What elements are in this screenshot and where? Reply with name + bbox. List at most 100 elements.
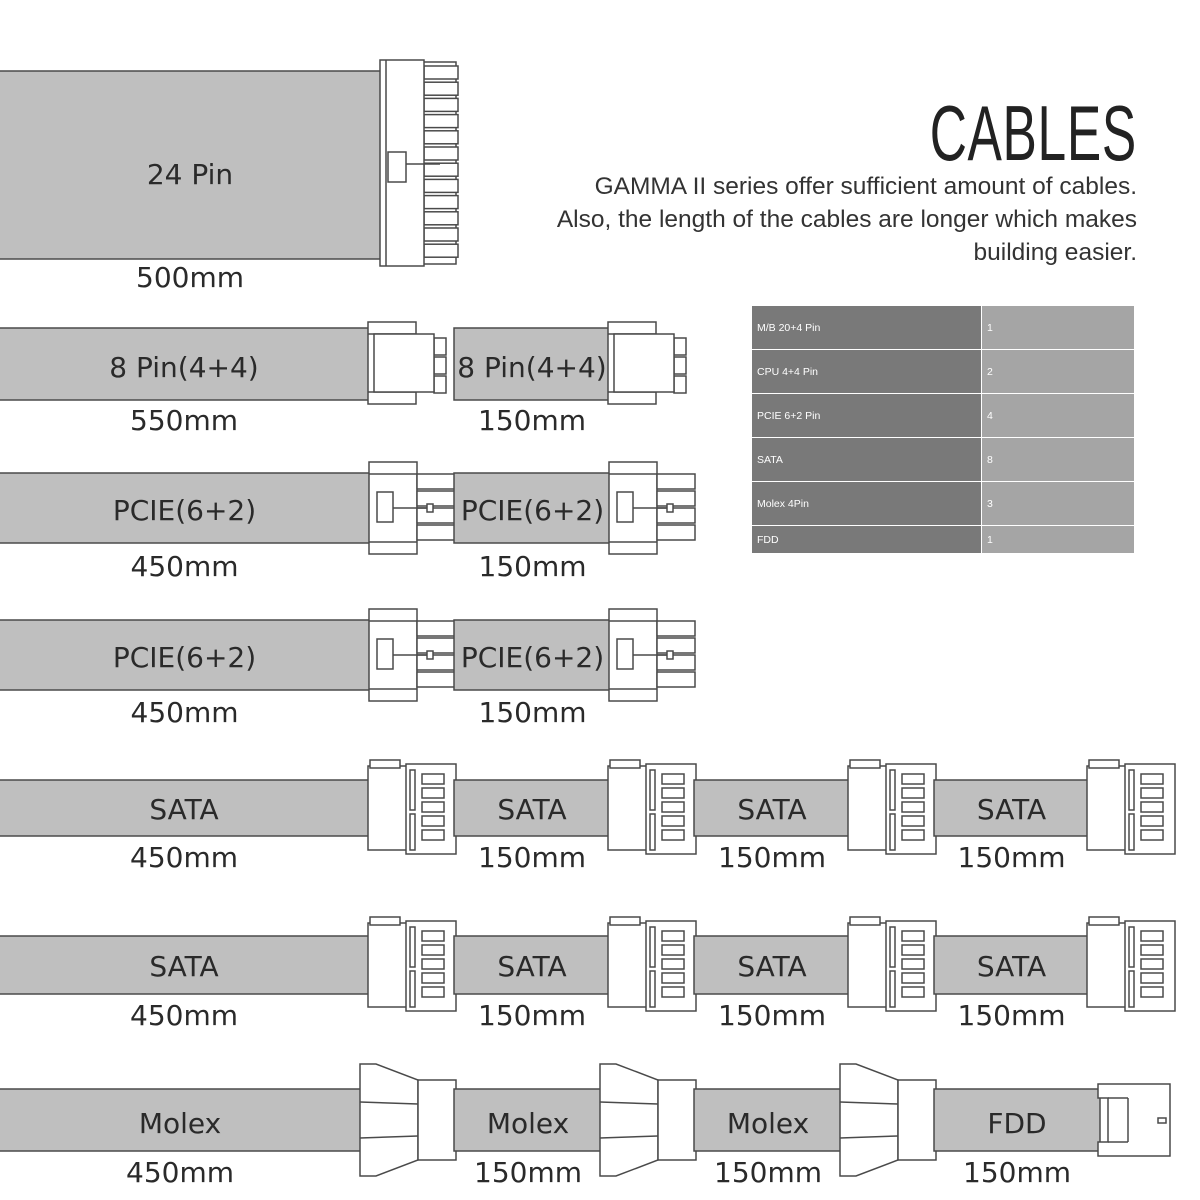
cable-length: 150mm: [474, 1156, 582, 1189]
cable-length: 550mm: [130, 404, 238, 437]
cable-wire: [0, 779, 371, 837]
cable-row: 8 Pin(4+4) 550mm 8 Pin(4+4) 150mm: [0, 321, 687, 437]
cable-segment: SATA 450mm: [0, 759, 457, 874]
cable-wire: [0, 1088, 363, 1152]
cable-length: 450mm: [130, 841, 238, 874]
sata-connector: [607, 916, 697, 1012]
cable-segment: PCIE(6+2)450mm: [0, 461, 456, 583]
cable-row: PCIE(6+2) 450mm PCIE(6+2) 150mm: [0, 608, 696, 729]
cable-wire: [933, 935, 1090, 995]
cable-label: SATA: [977, 950, 1046, 983]
cable-wire: [453, 619, 612, 691]
cable-wire: [453, 472, 612, 544]
pcie-connector: [608, 608, 696, 702]
spec-count: 8: [981, 437, 1135, 482]
sata-connector: [1086, 759, 1176, 855]
cable-segment: PCIE(6+2) 450mm: [0, 608, 456, 729]
molex-connector: [599, 1063, 697, 1177]
cable-label: SATA: [737, 950, 806, 983]
cable-wire: [933, 1088, 1101, 1152]
cable-length: 450mm: [131, 550, 239, 583]
spec-name: Molex 4Pin: [751, 481, 982, 526]
cable-label: 24 Pin: [147, 158, 233, 191]
cable-label: SATA: [737, 793, 806, 826]
fdd-connector: [1097, 1083, 1171, 1157]
cable-spec-table: M/B 20+4 Pin 1 CPU 4+4 Pin 2 PCIE 6+2 Pi…: [751, 305, 1135, 554]
sata-connector: [1086, 916, 1176, 1012]
cable-segment: PCIE(6+2) 150mm: [453, 461, 696, 583]
cable-label: Molex: [727, 1107, 809, 1140]
cable-length: 150mm: [479, 550, 587, 583]
spec-name: CPU 4+4 Pin: [751, 349, 982, 394]
cable-label: Molex: [487, 1107, 569, 1140]
spec-count: 1: [981, 525, 1135, 554]
cable-length: 500mm: [136, 261, 244, 294]
pcie-connector: [368, 461, 456, 555]
cable-label: 8 Pin(4+4): [457, 351, 606, 384]
cable-label: SATA: [497, 793, 566, 826]
cable-length: 450mm: [131, 696, 239, 729]
pcie-connector: [608, 461, 696, 555]
cable-length: 150mm: [478, 999, 586, 1032]
cable-length: 150mm: [714, 1156, 822, 1189]
cable-label: PCIE(6+2): [461, 494, 604, 527]
page-title: CABLES: [929, 89, 1137, 177]
eps-connector: [607, 321, 687, 405]
spec-name: PCIE 6+2 Pin: [751, 393, 982, 438]
cable-segment: SATA 150mm: [933, 759, 1176, 874]
spec-count: 3: [981, 481, 1135, 526]
cable-length: 150mm: [479, 696, 587, 729]
cable-label: PCIE(6+2): [113, 641, 256, 674]
cable-length: 150mm: [718, 999, 826, 1032]
cable-wire: [0, 70, 383, 260]
sata-connector: [607, 759, 697, 855]
cable-length: 450mm: [130, 999, 238, 1032]
cable-length: 150mm: [958, 841, 1066, 874]
spec-row: SATA 8: [751, 437, 1135, 482]
cable-wire: [453, 327, 611, 401]
eps-connector: [367, 321, 447, 405]
spec-count: 1: [981, 305, 1135, 350]
cable-segment: SATA 150mm: [693, 916, 937, 1032]
cable-label: Molex: [139, 1107, 221, 1140]
cable-wire: [693, 779, 851, 837]
cable-wire: [453, 1088, 603, 1152]
spec-row: FDD 1: [751, 525, 1135, 554]
cable-segment: Molex 150mm: [693, 1063, 937, 1189]
cable-row: 24 Pin 500mm: [0, 59, 459, 294]
cable-wire: [0, 327, 371, 401]
cable-wire: [693, 935, 851, 995]
cable-length: 150mm: [478, 404, 586, 437]
cable-wire: [453, 779, 611, 837]
cable-wire: [453, 935, 611, 995]
cable-length: 150mm: [718, 841, 826, 874]
cable-segment: Molex 150mm: [453, 1063, 697, 1189]
24pin-connector: [379, 59, 459, 267]
description: GAMMA II series offer sufficient amount …: [437, 170, 1137, 269]
cable-length: 150mm: [963, 1156, 1071, 1189]
description-line-3: building easier.: [973, 239, 1137, 266]
cable-label: SATA: [149, 950, 218, 983]
pcie-connector: [368, 608, 456, 702]
cable-label: 8 Pin(4+4): [109, 351, 258, 384]
spec-row: CPU 4+4 Pin 2: [751, 349, 1135, 394]
cable-segment: 24 Pin 500mm: [0, 59, 459, 294]
cable-label: PCIE(6+2): [461, 641, 604, 674]
spec-row: M/B 20+4 Pin 1: [751, 305, 1135, 350]
cable-length: 150mm: [958, 999, 1066, 1032]
description-line-2: Also, the length of the cables are longe…: [556, 206, 1137, 233]
cable-segment: 8 Pin(4+4) 550mm: [0, 321, 447, 437]
cable-label: SATA: [977, 793, 1046, 826]
sata-connector: [367, 759, 457, 855]
spec-count: 2: [981, 349, 1135, 394]
cable-segment: 8 Pin(4+4) 150mm: [453, 321, 687, 437]
cable-label: SATA: [149, 793, 218, 826]
spec-count: 4: [981, 393, 1135, 438]
